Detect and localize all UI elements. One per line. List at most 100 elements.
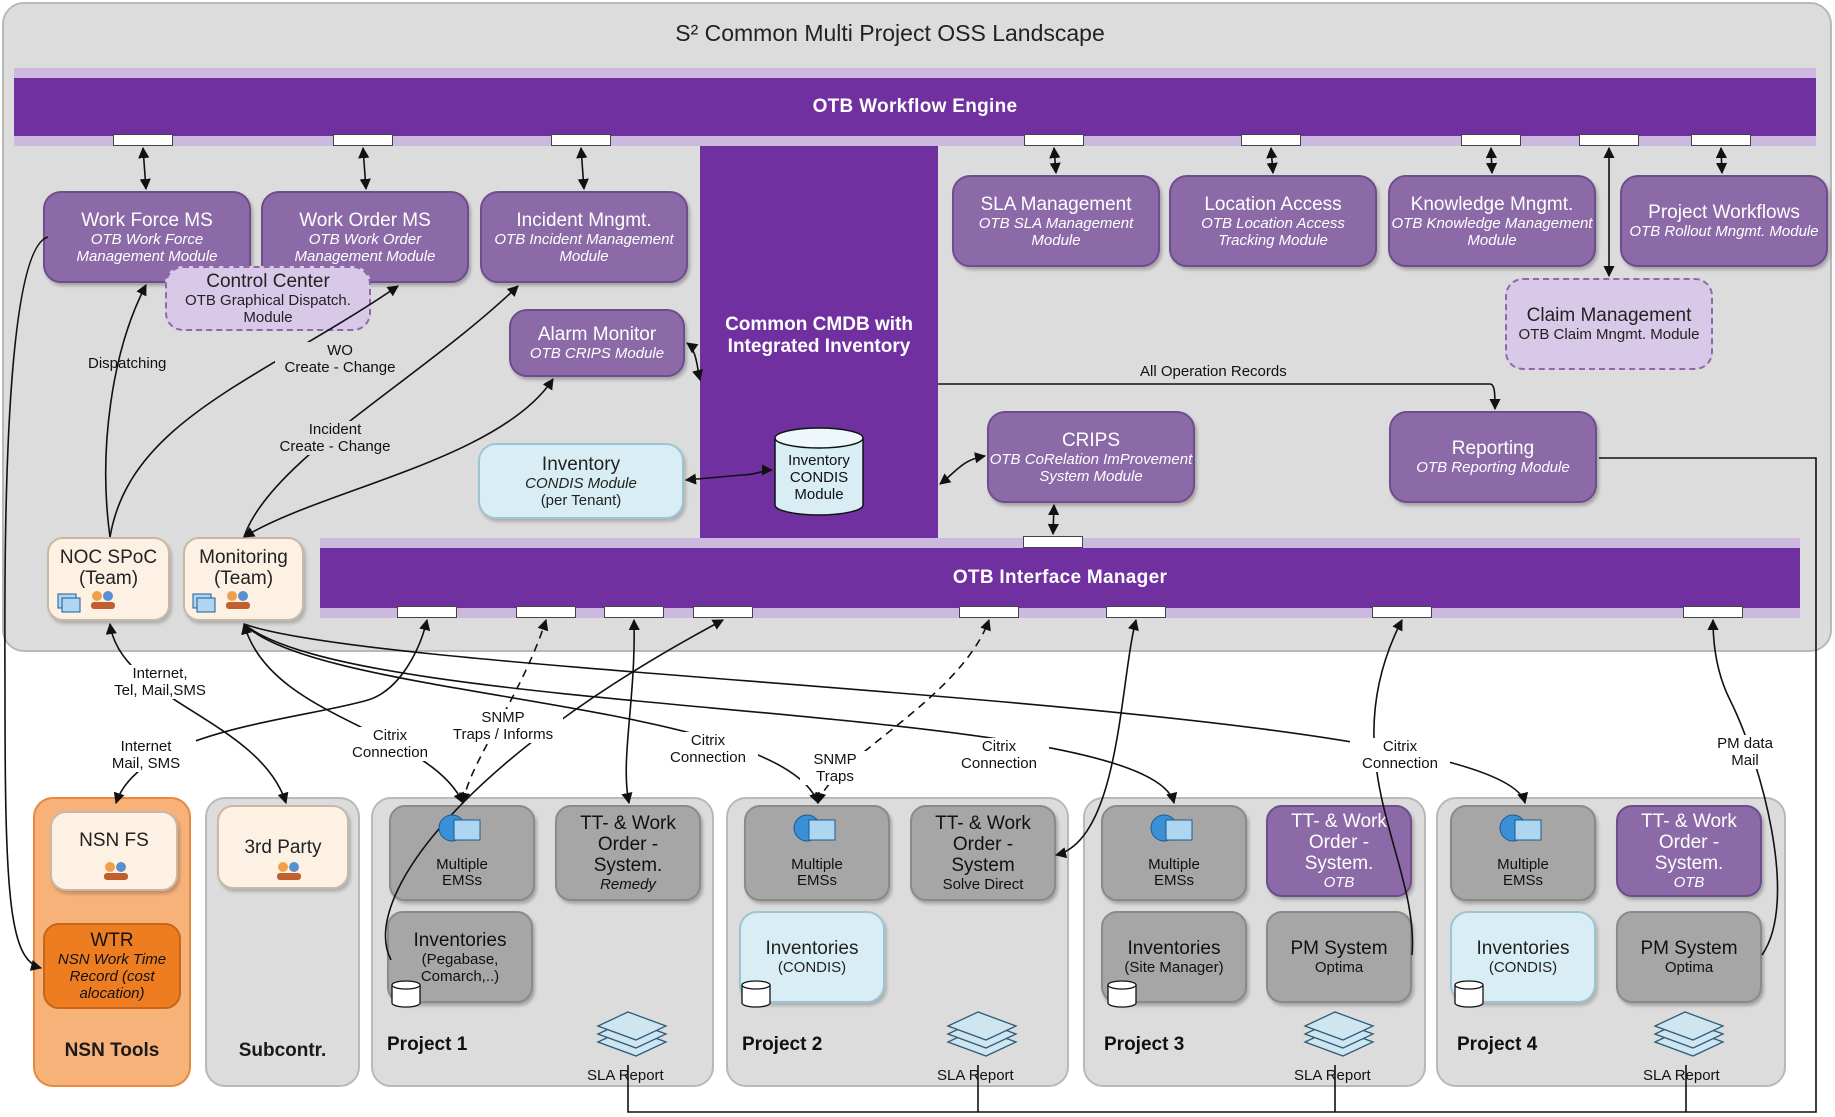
module-title: Project Workflows: [1648, 202, 1800, 223]
label-line-1: WO: [275, 342, 405, 359]
reporting-module: Reporting OTB Reporting Module: [1389, 411, 1597, 503]
wo-label: WO Create - Change: [275, 342, 405, 376]
cmdb-label: Common CMDB with Integrated Inventory: [725, 314, 913, 357]
module-subtitle: OTB CoRelation ImProvement System Module: [989, 450, 1193, 485]
team-subtitle: (Team): [213, 568, 274, 589]
port: [397, 606, 457, 618]
incident-mngmt: Incident Mngmt. OTB Incident Management …: [480, 191, 688, 283]
pm-data-label: PM data Mail: [1705, 735, 1785, 769]
module-title: SLA Management: [980, 193, 1132, 215]
label-line-2: Connection: [670, 749, 746, 766]
port: [333, 134, 393, 146]
citrix-label-3: Citrix Connection: [949, 738, 1049, 772]
module-subtitle: OTB Work Order Management Module: [294, 230, 436, 265]
ems-label-2: EMSs: [796, 872, 837, 889]
subcontractor-label: Subcontr.: [238, 1040, 327, 1061]
port: [551, 134, 611, 146]
inventories-title: Inventories: [765, 938, 859, 959]
module-title: Reporting: [1451, 438, 1535, 459]
label-line-1: Citrix: [690, 732, 726, 749]
module-title: Control Center: [206, 271, 330, 292]
tt-line-1: TT- & Work: [935, 813, 1031, 834]
interface-manager: OTB Interface Manager: [320, 538, 1800, 618]
module-title: Work Force MS: [81, 209, 213, 231]
module-title: Work Order MS: [299, 209, 431, 231]
tt-work-order-system: TT- & Work Order - System Solve Direct: [910, 805, 1056, 901]
sla-report-label: SLA Report: [1294, 1067, 1371, 1084]
sla-report-label: SLA Report: [1643, 1067, 1720, 1084]
label-line-1: SNMP: [813, 751, 857, 768]
tt-line-1: TT- & Work: [1291, 811, 1387, 832]
tt-line-3: System.: [1654, 853, 1724, 874]
inventory-db-label: Inventory CONDIS Module: [775, 452, 863, 503]
label-line-2: Connection: [961, 755, 1037, 772]
crips-module: CRIPS OTB CoRelation ImProvement System …: [987, 411, 1195, 503]
label-line-2: Connection: [1362, 755, 1438, 772]
port: [959, 606, 1019, 618]
inventories-title: Inventories: [413, 929, 507, 951]
tt-line-2: Order -: [952, 834, 1014, 855]
label-line-1: PM data: [1717, 735, 1773, 752]
workflow-engine: OTB Workflow Engine: [14, 68, 1816, 146]
module-subtitle: OTB Rollout Mngmt. Module: [1629, 223, 1819, 240]
database-icon: [391, 980, 1484, 1008]
nsn-tools-label: NSN Tools: [64, 1040, 160, 1061]
team-title: Monitoring: [199, 547, 288, 568]
dispatching-label: Dispatching: [88, 355, 167, 372]
port: [113, 134, 173, 146]
db-line-3: Module: [794, 486, 844, 503]
citrix-label-4: Citrix Connection: [1350, 738, 1450, 772]
ems-label: Multiple: [1148, 856, 1200, 873]
module-title: Inventory: [541, 453, 621, 475]
label-line-1: SNMP: [481, 709, 525, 726]
tt-line-3: System.: [593, 855, 663, 876]
inventories: Inventories (CONDIS): [1450, 911, 1596, 1003]
control-center: Control Center OTB Graphical Dispatch. M…: [165, 266, 371, 331]
tt-line-3: System: [951, 855, 1015, 876]
inventories: Inventories (Pegabase, Comarch,..): [387, 911, 533, 1003]
sla-management: SLA Management OTB SLA Management Module: [952, 175, 1160, 267]
ems-label: Multiple: [1497, 856, 1549, 873]
wtr-subtitle: NSN Work Time Record (cost alocation): [57, 951, 167, 1002]
tt-line-1: TT- & Work: [1641, 811, 1737, 832]
snmp-label-2: SNMP Traps: [800, 751, 870, 785]
ems-label-2: EMSs: [441, 872, 482, 889]
monitor-icon: [57, 593, 1542, 842]
port: [1461, 134, 1521, 146]
work-order-ms: Work Order MS OTB Work Order Management …: [261, 191, 469, 283]
port: [516, 606, 576, 618]
nsn-fs: NSN FS: [50, 811, 178, 891]
inventories-sub: (CONDIS): [1488, 959, 1558, 976]
port: [1579, 134, 1639, 146]
all-operation-records-label: All Operation Records: [1140, 363, 1287, 380]
team-title: NOC SPoC: [59, 547, 158, 568]
inventories-sub: (CONDIS): [777, 959, 847, 976]
label-line-2: Create - Change: [270, 438, 400, 455]
tt-vendor: Remedy: [600, 876, 656, 893]
port: [1024, 134, 1084, 146]
label-line-1: Internet,: [132, 665, 188, 682]
module-subtitle: OTB CRIPS Module: [529, 345, 665, 362]
module-subtitle: OTB Reporting Module: [1416, 459, 1570, 476]
wtr-title: WTR: [90, 930, 134, 951]
inventories-sub: (Site Manager): [1124, 959, 1224, 976]
pm-sub: Optima: [1314, 959, 1364, 976]
module-subtitle: OTB Graphical Dispatch. Module: [185, 292, 351, 326]
pm-title: PM System: [1640, 938, 1738, 959]
tt-line-2: Order -: [1658, 832, 1720, 853]
pm-sub: Optima: [1664, 959, 1714, 976]
ems-label-2: EMSs: [1502, 872, 1543, 889]
port: [693, 606, 753, 618]
module-title: Claim Management: [1526, 305, 1692, 326]
project-title: Project 3: [1104, 1034, 1185, 1055]
port: [1691, 134, 1751, 146]
ems-label-2: EMSs: [1153, 872, 1194, 889]
citrix-label-1: Citrix Connection: [340, 727, 440, 761]
module-subtitle: OTB SLA Management Module: [978, 214, 1134, 249]
module-title: CRIPS: [1061, 429, 1121, 451]
module-title: Knowledge Mngmt.: [1410, 193, 1574, 215]
module-subtitle-2: (per Tenant): [540, 491, 622, 509]
label-line-2: Mail, SMS: [111, 755, 181, 772]
port: [1106, 606, 1166, 618]
